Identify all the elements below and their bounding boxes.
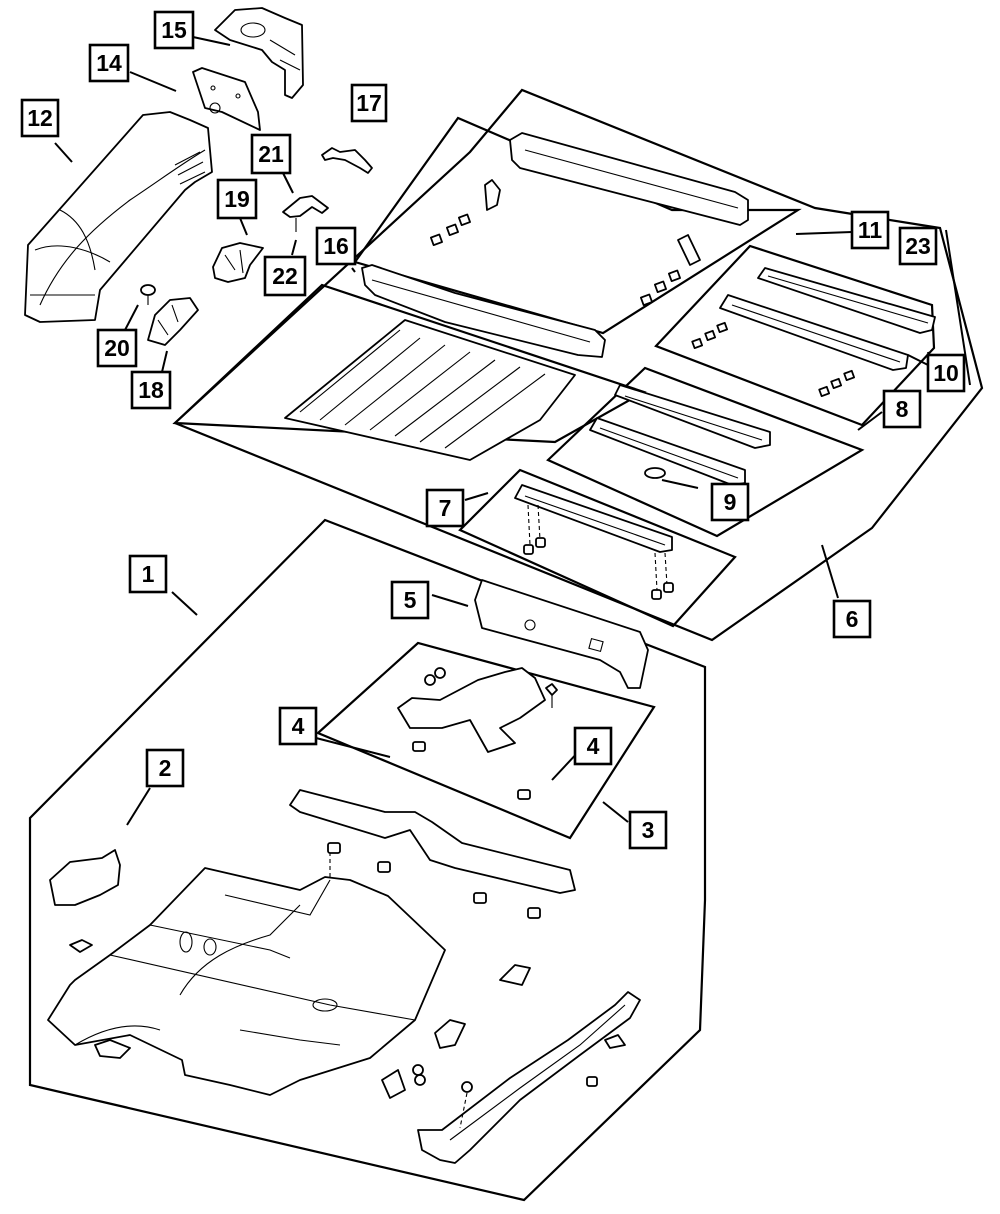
leader-8: [857, 411, 883, 431]
leader-3: [602, 801, 629, 823]
callout-16-label: 16: [323, 233, 349, 259]
part-3-crossmember: [289, 789, 576, 919]
callout-17[interactable]: 17: [350, 83, 388, 123]
callout-7-label: 7: [439, 495, 452, 521]
callout-5-label: 5: [404, 587, 417, 613]
callout-20-label: 20: [104, 335, 130, 361]
callout-17-label: 17: [356, 90, 382, 116]
leader-2: [126, 787, 151, 826]
callout-2-label: 2: [159, 755, 172, 781]
leader-5: [431, 594, 469, 607]
callout-1[interactable]: 1: [128, 554, 168, 594]
group-outline-3: [315, 641, 656, 840]
part-18-bracket: [147, 297, 199, 346]
part-14-panel: [192, 67, 261, 131]
callout-8[interactable]: 8: [882, 389, 922, 429]
callout-22-label: 22: [272, 263, 298, 289]
part-8-crossmembers: [589, 384, 771, 486]
callout-3[interactable]: 3: [628, 810, 668, 850]
part-15-bracket: [214, 7, 304, 99]
part-1-small-brackets: [381, 964, 531, 1099]
callout-18[interactable]: 18: [130, 370, 172, 410]
callout-19[interactable]: 19: [216, 178, 258, 220]
callout-15-label: 15: [161, 17, 187, 43]
callout-11-label: 11: [858, 217, 883, 243]
callout-23-label: 23: [905, 233, 931, 259]
part-7-crossmember: [514, 484, 674, 600]
callout-6[interactable]: 6: [832, 599, 872, 639]
callout-7[interactable]: 7: [425, 488, 465, 528]
part-19-bracket: [212, 242, 264, 283]
callout-16[interactable]: 16: [315, 226, 357, 266]
callout-19-label: 19: [224, 186, 250, 212]
leader-20: [124, 304, 139, 331]
callout-9[interactable]: 9: [710, 482, 750, 522]
leader-10b: [907, 354, 929, 366]
callout-2[interactable]: 2: [145, 748, 185, 788]
part-17-strap: [321, 147, 373, 174]
callout-21-label: 21: [258, 141, 284, 167]
leader-9: [661, 479, 699, 489]
parts: [24, 7, 936, 1164]
group-outline-1: [28, 518, 707, 1202]
callout-14-label: 14: [96, 50, 122, 76]
part-4-bracket: [397, 667, 558, 800]
callout-9-label: 9: [724, 489, 737, 515]
callout-10[interactable]: 10: [926, 353, 966, 393]
callout-4b-label: 4: [587, 733, 600, 759]
leader-7: [464, 492, 489, 501]
callout-12[interactable]: 12: [20, 98, 60, 138]
leader-23: [945, 229, 971, 386]
part-10-crossmembers: [691, 267, 936, 398]
group-outline-8: [546, 366, 865, 538]
callout-18-label: 18: [138, 377, 164, 403]
leader-11: [795, 231, 853, 235]
part-16-floor-pan: [284, 319, 576, 461]
part-11-rail: [429, 132, 749, 307]
callout-6-label: 6: [846, 606, 859, 632]
callout-15[interactable]: 15: [153, 10, 195, 50]
callout-4b[interactable]: 4: [573, 726, 613, 766]
callout-8-label: 8: [896, 396, 909, 422]
part-16-rail: [361, 264, 606, 358]
callout-23[interactable]: 23: [898, 226, 938, 266]
callout-12-label: 12: [27, 105, 53, 131]
callout-3-label: 3: [642, 817, 655, 843]
leader-16: [351, 267, 356, 273]
leader-12: [54, 142, 73, 163]
leader-18: [161, 350, 168, 373]
leader-4a: [315, 737, 391, 758]
part-5-crossmember: [474, 579, 649, 689]
leader-6: [821, 544, 839, 599]
part-21-bracket: [282, 195, 329, 232]
leader-19: [239, 217, 248, 236]
callout-4a-label: 4: [292, 713, 305, 739]
callout-1-label: 1: [142, 561, 155, 587]
callouts: 1 2 3 4 4 5 6 7: [20, 10, 966, 850]
part-9-grommet: [644, 467, 666, 479]
part-1-sill-rail: [417, 991, 641, 1164]
callout-4a[interactable]: 4: [278, 706, 318, 746]
leader-21: [282, 172, 294, 194]
callout-5[interactable]: 5: [390, 580, 430, 620]
part-1-floor-pan: [47, 867, 446, 1096]
part-2-duct: [49, 849, 121, 906]
callout-11[interactable]: 11: [850, 210, 890, 250]
leader-1: [171, 591, 198, 616]
leader-14: [129, 71, 177, 92]
callout-10-label: 10: [933, 360, 959, 386]
leader-15: [192, 36, 231, 46]
part-20-bolt: [140, 284, 156, 305]
callout-14[interactable]: 14: [88, 43, 130, 83]
group-outline-7: [458, 468, 737, 628]
callout-20[interactable]: 20: [96, 328, 138, 368]
callout-22[interactable]: 22: [263, 255, 307, 297]
leader-22: [291, 239, 297, 256]
callout-21[interactable]: 21: [250, 133, 292, 175]
part-12-wheelhouse: [24, 111, 213, 323]
